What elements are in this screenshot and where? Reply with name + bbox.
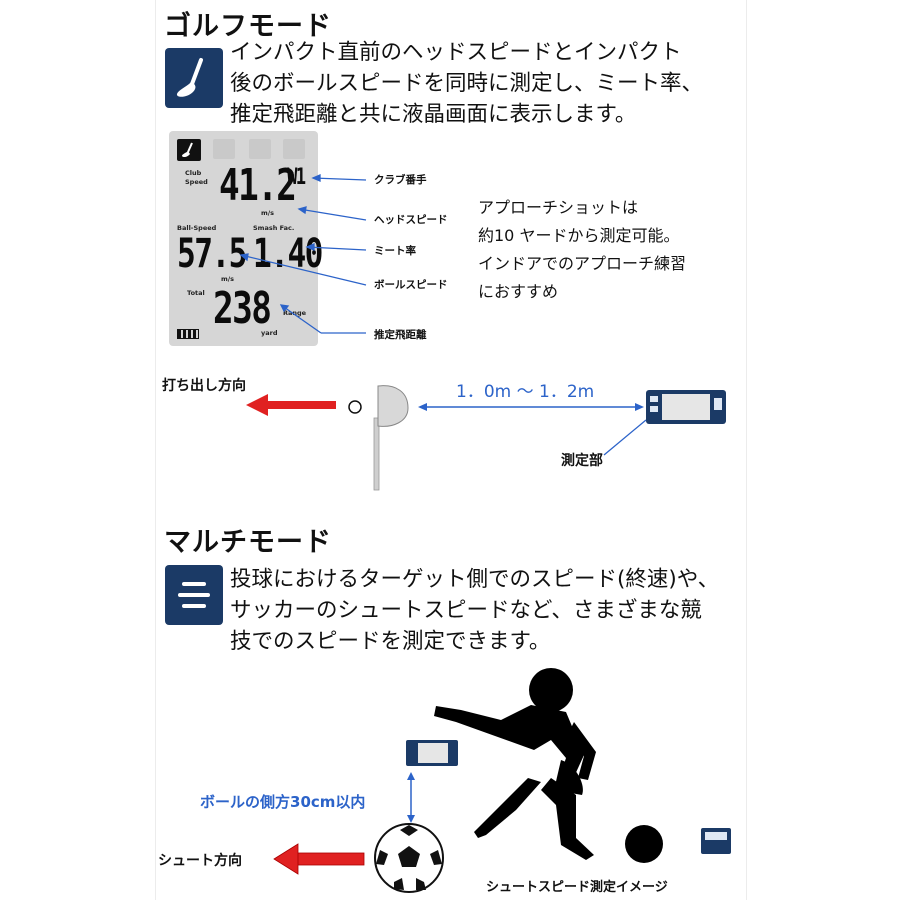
golf-club-head-icon	[373, 385, 409, 491]
ball-speed-unit: m/s	[221, 275, 235, 283]
club-speed-label: Club	[185, 169, 202, 177]
golf-mode-description: インパクト直前のヘッドスピードとインパクト 後のボールスピードを同時に測定し、ミ…	[230, 37, 703, 130]
shoot-direction-arrow	[273, 843, 365, 875]
club-speed-label-2: Speed	[185, 178, 208, 186]
soccer-setup-diagram	[273, 668, 731, 893]
product-info-page: ゴルフモード インパクト直前のヘッドスピードとインパクト 後のボールスピードを同…	[155, 0, 747, 900]
callout-ball-speed: ボールスピード	[374, 279, 448, 291]
soccer-ball-shadow-icon	[625, 825, 663, 863]
approach-note-line-4: におすすめ	[478, 282, 559, 301]
lcd-display: Club Speed 41.2 W1 m/s Ball-Speed Smash …	[169, 131, 323, 346]
range-label: Range	[283, 309, 307, 317]
multi-lines-icon	[165, 565, 223, 625]
golf-desc-line-3: 推定飛距離と共に液晶画面に表示します。	[230, 102, 637, 127]
golf-club-icon	[165, 48, 223, 108]
mode-indicator-icon	[213, 139, 235, 159]
soccer-player-silhouette	[434, 668, 596, 860]
club-speed-unit: m/s	[261, 209, 275, 217]
launch-direction-arrow	[246, 394, 336, 416]
smash-factor-label: Smash Fac.	[253, 224, 295, 232]
approach-note-line-3: インドアでのアプローチ練習	[478, 254, 687, 273]
side-distance-label: ボールの側方30cm以内	[200, 793, 366, 811]
golf-mode-heading: ゴルフモード	[164, 11, 332, 42]
approach-note-line-1: アプローチショットは	[478, 198, 639, 217]
sensor-label: 測定部	[561, 453, 603, 469]
distance-range-label: 1．0m ～ 1．2m	[456, 382, 595, 402]
golf-mode-indicator-icon	[177, 139, 201, 161]
ball-speed-value: 57.5	[177, 231, 247, 277]
battery-icon	[177, 329, 199, 339]
launch-direction-label: 打ち出し方向	[162, 378, 246, 394]
callout-club-number: クラブ番手	[374, 174, 427, 186]
multi-desc-line-2: サッカーのシュートスピードなど、さまざまな競	[230, 598, 702, 623]
total-label: Total	[187, 289, 205, 297]
sensor-device-icon	[406, 740, 458, 766]
soccer-ball-icon	[374, 823, 444, 893]
mode-indicator-icon	[283, 139, 305, 159]
golf-desc-line-1: インパクト直前のヘッドスピードとインパクト	[230, 40, 682, 65]
ball-speed-label: Ball-Speed	[177, 224, 217, 232]
multi-desc-line-3: 技でのスピードを測定できます。	[230, 629, 551, 654]
club-number-value: W1	[287, 165, 306, 190]
smash-factor-value: 1.40	[253, 231, 323, 277]
total-distance-value: 238	[213, 283, 272, 334]
total-distance-unit: yard	[261, 329, 278, 337]
callout-lines	[239, 174, 367, 334]
shoot-direction-label: シュート方向	[158, 853, 242, 869]
multi-mode-description: 投球におけるターゲット側でのスピード(終速)や、 サッカーのシュートスピードなど…	[230, 564, 719, 657]
multi-mode-heading: マルチモード	[164, 527, 332, 558]
approach-note-line-2: 約10 ヤードから測定可能。	[478, 226, 680, 245]
callout-smash-factor: ミート率	[374, 245, 416, 257]
sensor-device-small-icon	[701, 828, 731, 854]
multi-desc-line-1: 投球におけるターゲット側でのスピード(終速)や、	[230, 567, 720, 592]
approach-note: アプローチショットは 約10 ヤードから測定可能。 インドアでのアプローチ練習 …	[478, 194, 686, 306]
club-speed-value: 41.2	[219, 160, 297, 211]
mode-indicator-icon	[249, 139, 271, 159]
golf-ball-icon	[348, 400, 362, 414]
shoot-speed-caption: シュートスピード測定イメージ	[486, 880, 668, 895]
golf-desc-line-2: 後のボールスピードを同時に測定し、ミート率、	[230, 71, 704, 96]
golf-setup-diagram	[246, 385, 726, 491]
callout-estimated-distance: 推定飛距離	[374, 329, 427, 341]
callout-head-speed: ヘッドスピード	[374, 214, 448, 226]
sensor-device-icon	[646, 390, 726, 424]
